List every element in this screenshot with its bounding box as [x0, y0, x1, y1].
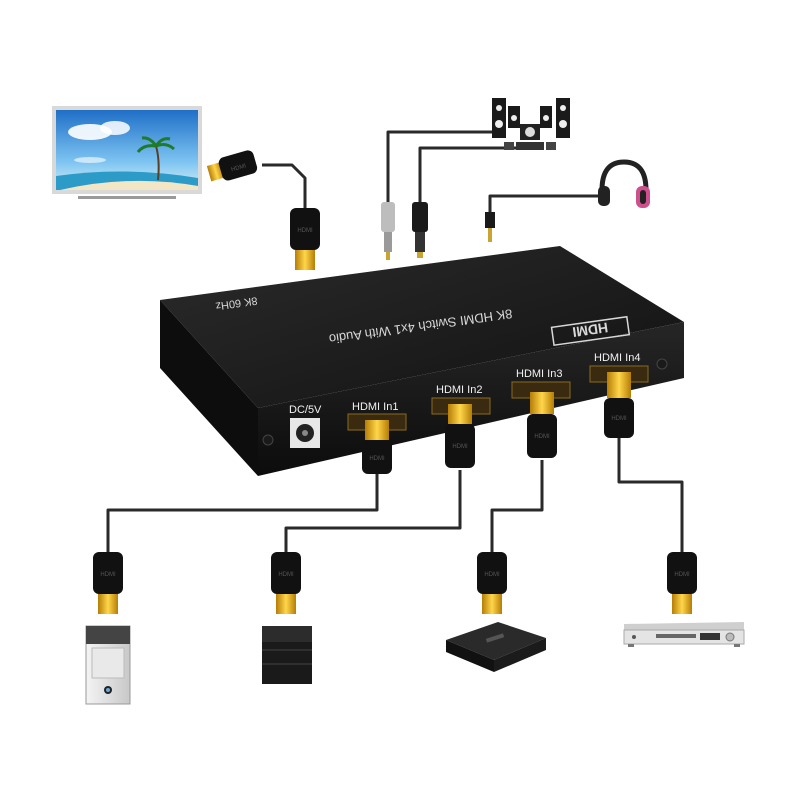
power-label: DC/5V [289, 404, 322, 416]
cable-tv [262, 163, 307, 210]
plug-text: HDMI [674, 572, 690, 578]
cable-rca-audio [386, 130, 498, 205]
port-label-in1: HDMI In1 [352, 401, 398, 413]
output-hdmi-plug: HDMI [290, 208, 320, 270]
cable-in4 [617, 438, 684, 555]
cable-in2 [284, 470, 462, 555]
plug-text: HDMI [452, 444, 468, 450]
tv-display [52, 86, 202, 199]
tv-hdmi-plug: HDMI [206, 150, 258, 182]
device-top [160, 246, 684, 408]
input-plug-in2: HDMI [445, 404, 475, 468]
plug-text: HDMI [297, 228, 313, 234]
input-plug-in3: HDMI [527, 392, 557, 458]
port-label-in4: HDMI In4 [594, 352, 640, 364]
plug-text: HDMI [278, 572, 294, 578]
plug-text: HDMI [369, 456, 385, 462]
plug-text: HDMI [484, 572, 500, 578]
cable-in1 [106, 470, 379, 555]
port-label-in2: HDMI In2 [436, 384, 482, 396]
plug-text: HDMI [100, 572, 116, 578]
source-plug-1: HDMI [93, 552, 123, 614]
cable-optical [418, 146, 520, 205]
screw-left [262, 434, 274, 446]
plug-text: HDMI [231, 163, 248, 173]
plug-text: HDMI [611, 416, 627, 422]
rca-plug [381, 202, 395, 260]
screw-right [656, 358, 668, 370]
input-plug-in1: HDMI [362, 420, 392, 474]
device-subtitle: 8K 60Hz [215, 294, 258, 312]
hdmi-switch-device: 8K HDMI Switch 4x1 With Audio 8K 60Hz HD… [160, 246, 684, 476]
input-plug-in4: HDMI [604, 372, 634, 438]
set-top-box [446, 622, 546, 672]
dvd-player [623, 622, 745, 647]
cable-headphone [488, 194, 606, 215]
source-plug-4: HDMI [667, 552, 697, 614]
optical-plug [412, 202, 428, 258]
source-plug-2: HDMI [271, 552, 301, 614]
game-console [262, 626, 312, 684]
plug-text: HDMI [534, 434, 550, 440]
cables [106, 130, 684, 555]
headphones [598, 159, 650, 208]
source-plug-3: HDMI [477, 552, 507, 614]
device-front [160, 300, 258, 476]
headphone-jack-plug [485, 212, 495, 242]
port-label-in3: HDMI In3 [516, 368, 562, 380]
hdmi-logo: HDMI [571, 320, 609, 341]
speaker-system [492, 98, 570, 150]
cable-in3 [490, 460, 544, 555]
desktop-pc [85, 625, 131, 705]
